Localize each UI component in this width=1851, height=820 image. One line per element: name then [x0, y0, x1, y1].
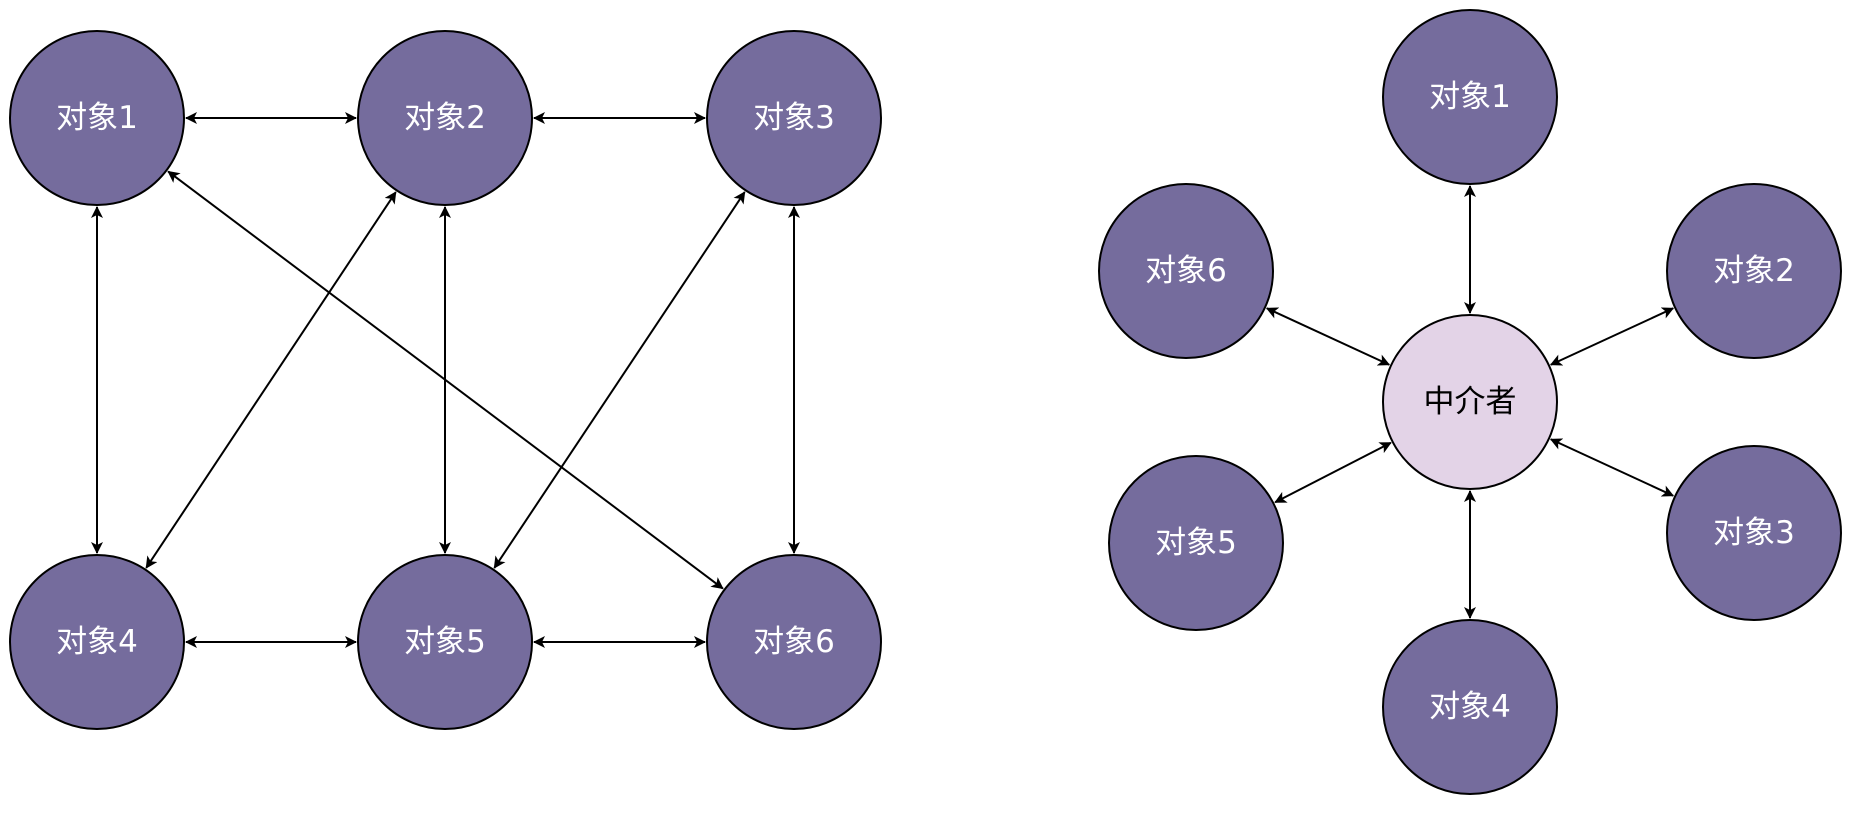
mesh-node-m1: 对象1	[9, 30, 185, 206]
mesh-node-m6: 对象6	[706, 554, 882, 730]
mesh-node-m2-circle	[357, 30, 533, 206]
star-node-s6-label: 对象6	[1145, 253, 1227, 289]
mesh-node-m5-circle	[357, 554, 533, 730]
mesh-node-m4-label: 对象4	[56, 624, 138, 660]
star-node-s1-circle	[1382, 9, 1558, 185]
mesh-node-m3-circle	[706, 30, 882, 206]
mesh-node-m1-label: 对象1	[56, 100, 138, 136]
mesh-node-m2: 对象2	[357, 30, 533, 206]
mesh-node-m5-label: 对象5	[404, 624, 486, 660]
star-edge-c-s2	[1549, 307, 1675, 366]
mesh-node-m4-circle	[9, 554, 185, 730]
mesh-node-m6-label: 对象6	[753, 624, 835, 660]
mesh-node-m3: 对象3	[706, 30, 882, 206]
star-edge-c-s3	[1549, 438, 1675, 497]
mesh-nodes: 对象1 对象2 对象3 对象4 对象5 对象6	[9, 30, 882, 730]
star-node-s4-label: 对象4	[1429, 689, 1511, 725]
star-node-s3-circle	[1666, 445, 1842, 621]
mesh-node-m6-circle	[706, 554, 882, 730]
mediator-node-label: 中介者	[1424, 384, 1517, 420]
star-edge-c-s6	[1265, 307, 1391, 366]
mesh-node-m5: 对象5	[357, 554, 533, 730]
star-node-s1: 对象1	[1382, 9, 1558, 185]
mediator-node: 中介者	[1382, 314, 1558, 490]
star-node-s4-circle	[1382, 619, 1558, 795]
mesh-diagram: 对象1 对象2 对象3 对象4 对象5 对象6	[9, 30, 882, 730]
star-node-s5-label: 对象5	[1155, 525, 1237, 561]
star-node-s2-label: 对象2	[1713, 253, 1795, 289]
star-node-s3: 对象3	[1666, 445, 1842, 621]
star-node-s2-circle	[1666, 183, 1842, 359]
star-node-s4: 对象4	[1382, 619, 1558, 795]
star-node-s5-circle	[1108, 455, 1284, 631]
star-diagram: 中介者 对象1 对象2 对象3 对象4 对象5 对象6	[1098, 9, 1842, 795]
star-nodes: 中介者 对象1 对象2 对象3 对象4 对象5 对象6	[1098, 9, 1842, 795]
mesh-node-m1-circle	[9, 30, 185, 206]
star-node-s6-circle	[1098, 183, 1274, 359]
star-node-s6: 对象6	[1098, 183, 1274, 359]
mediator-node-circle	[1382, 314, 1558, 490]
star-node-s2: 对象2	[1666, 183, 1842, 359]
mesh-edges	[91, 112, 800, 648]
mesh-node-m4: 对象4	[9, 554, 185, 730]
star-node-s5: 对象5	[1108, 455, 1284, 631]
star-edge-c-s5	[1274, 441, 1392, 504]
mesh-node-m3-label: 对象3	[753, 100, 835, 136]
star-node-s3-label: 对象3	[1713, 515, 1795, 551]
mesh-node-m2-label: 对象2	[404, 100, 486, 136]
star-edges	[1265, 185, 1675, 619]
mesh-edge-m2-m4	[145, 191, 397, 569]
star-node-s1-label: 对象1	[1429, 79, 1511, 115]
mesh-edge-m3-m5	[493, 191, 746, 569]
